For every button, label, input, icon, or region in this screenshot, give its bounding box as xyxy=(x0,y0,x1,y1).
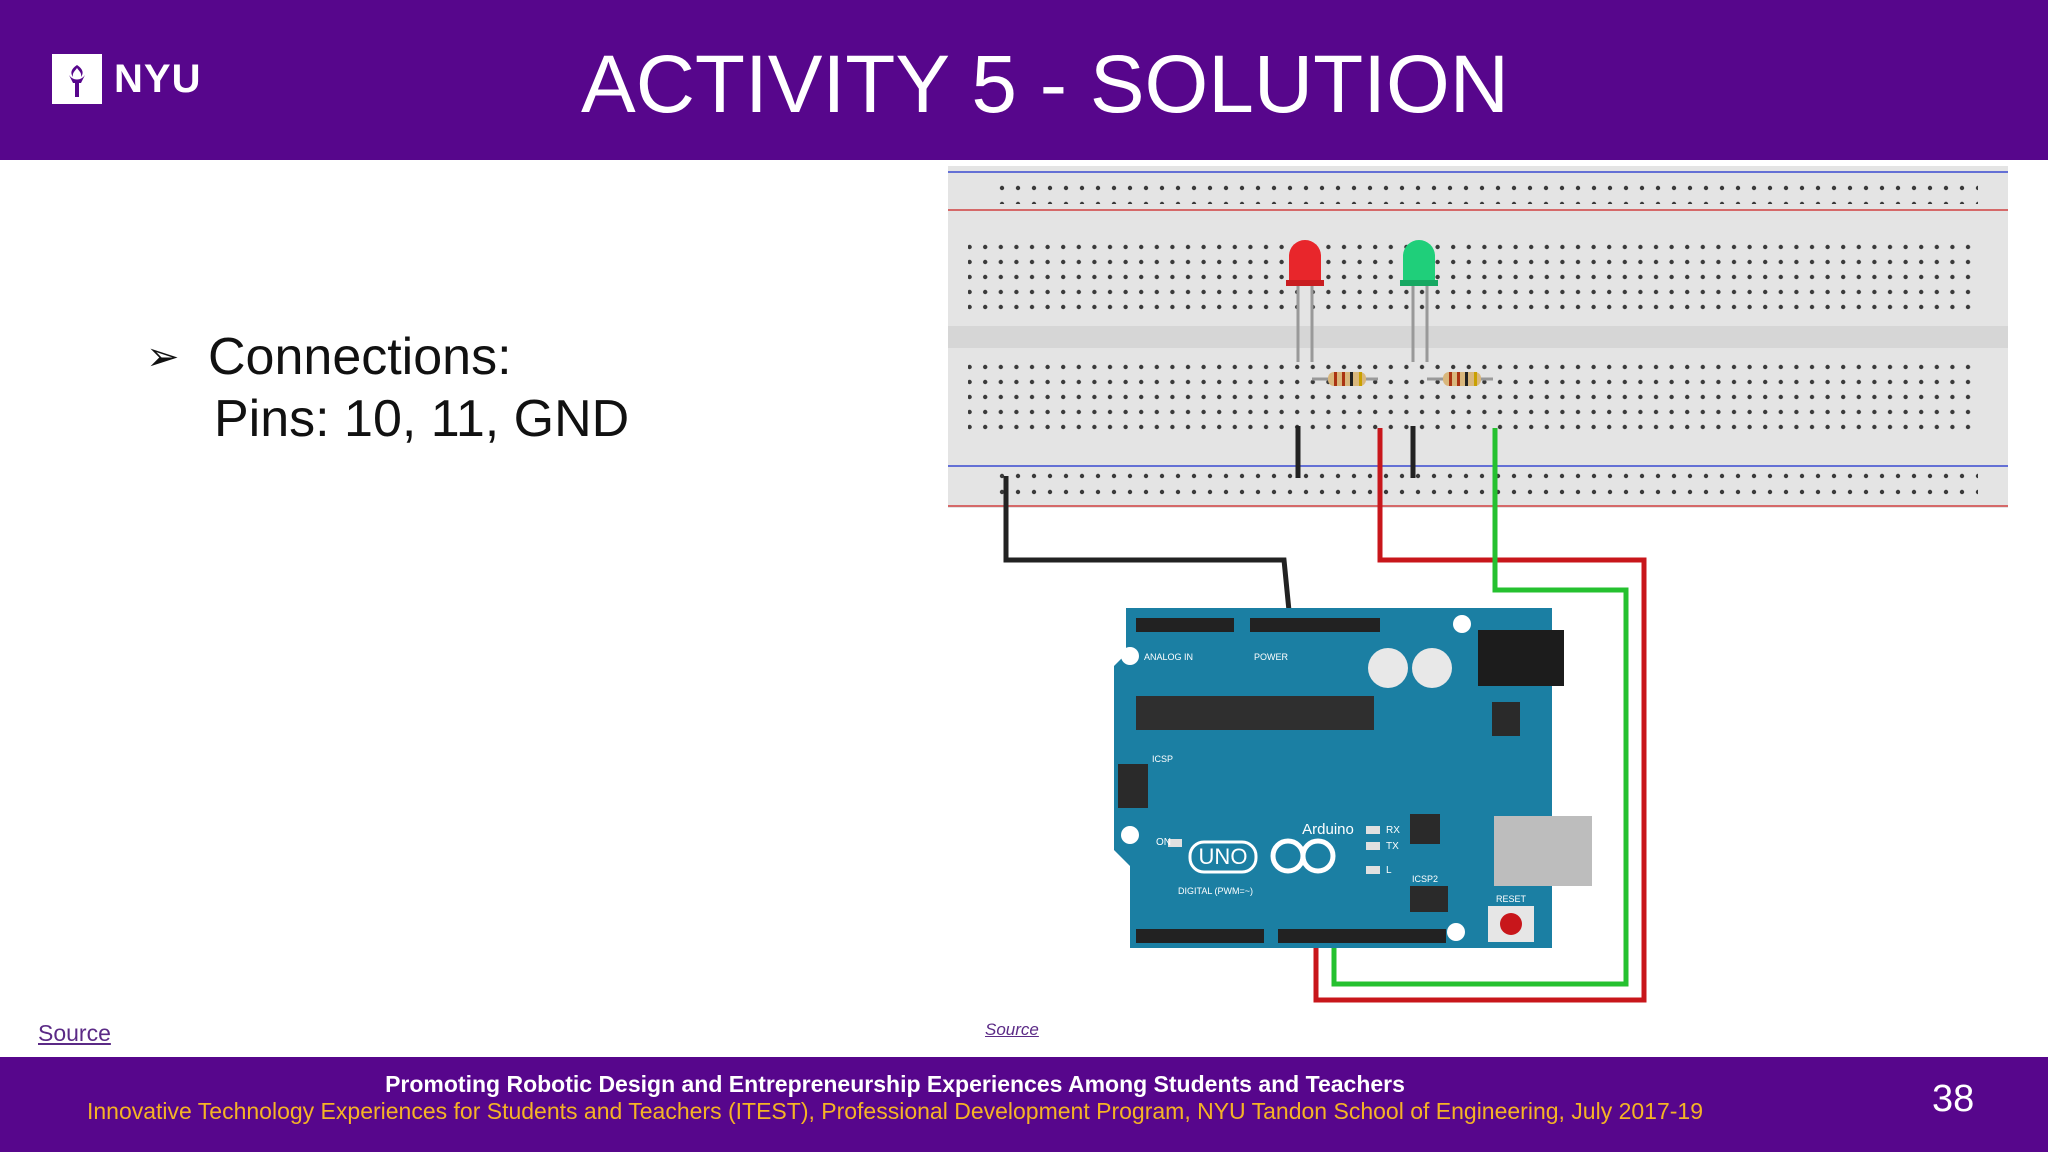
pin11-wire xyxy=(1331,428,1629,987)
torch-icon xyxy=(52,54,102,104)
source-link-left[interactable]: Source xyxy=(38,1020,111,1046)
connections-bullet: ➢ Connections: Pins: 10, 11, GND xyxy=(146,326,629,450)
source-link-diagram[interactable]: Source xyxy=(985,1020,1039,1039)
board-analog-label: ANALOG IN xyxy=(1144,652,1193,662)
ground-wire xyxy=(1003,476,1293,622)
circuit-diagram: UNO Arduino ON RX TX L RESET ICSP2 ICSP … xyxy=(948,166,2012,1021)
arduino-uno-board: UNO Arduino ON RX TX L RESET ICSP2 ICSP … xyxy=(1114,608,1592,948)
footer-program-title: Promoting Robotic Design and Entrepreneu… xyxy=(385,1071,1405,1097)
green-led xyxy=(1400,240,1438,362)
board-rx-label: RX xyxy=(1386,825,1400,836)
bullet-pins: Pins: 10, 11, GND xyxy=(214,390,630,448)
nyu-logo: NYU xyxy=(52,54,201,104)
pin10-wire xyxy=(1313,428,1647,1003)
bullet-arrow-icon: ➢ xyxy=(146,335,180,379)
slide-title: ACTIVITY 5 - SOLUTION xyxy=(581,39,1509,130)
page-number: 38 xyxy=(1932,1078,1975,1120)
board-l-label: L xyxy=(1386,865,1392,876)
footer-bar xyxy=(0,1057,2048,1152)
board-power-label: POWER xyxy=(1254,652,1289,662)
breadboard xyxy=(948,166,2008,508)
board-brand-label: Arduino xyxy=(1302,821,1354,838)
board-reset-label: RESET xyxy=(1496,894,1527,904)
board-on-label: ON xyxy=(1156,837,1171,848)
board-tx-label: TX xyxy=(1386,841,1399,852)
logo-text: NYU xyxy=(114,56,202,101)
board-digital-label: DIGITAL (PWM=~) xyxy=(1178,886,1253,896)
resistor-1 xyxy=(1312,372,1378,386)
resistor-2 xyxy=(1427,372,1493,386)
bullet-heading: Connections: xyxy=(208,328,512,386)
header-bar: NYU ACTIVITY 5 - SOLUTION xyxy=(0,0,2048,160)
board-icsp-label: ICSP xyxy=(1152,754,1173,764)
board-model-label: UNO xyxy=(1199,844,1248,869)
footer-program-details: Innovative Technology Experiences for St… xyxy=(86,1098,1704,1124)
board-icsp2-label: ICSP2 xyxy=(1412,874,1438,884)
red-led xyxy=(1286,240,1324,362)
